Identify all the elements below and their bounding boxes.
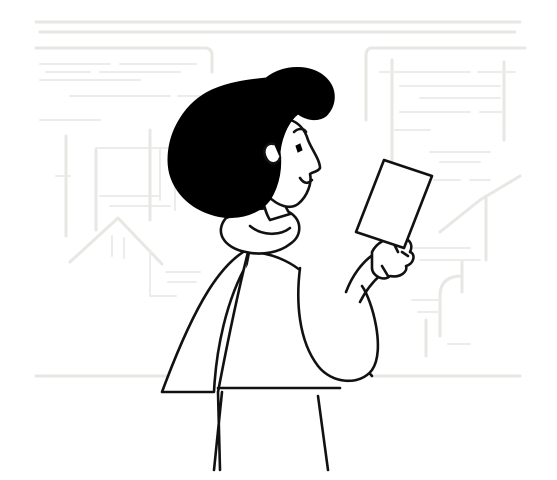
bg-right-step-1 bbox=[409, 247, 481, 261]
arm-rear bbox=[297, 266, 380, 383]
coat-lower-left bbox=[212, 390, 224, 472]
collar-fold bbox=[248, 224, 292, 236]
bg-right-frame bbox=[364, 46, 374, 122]
bg-line-top-3 bbox=[34, 46, 214, 74]
hair bbox=[167, 67, 335, 218]
bg-house-base bbox=[149, 249, 177, 297]
eyebrow bbox=[292, 127, 308, 134]
mouth bbox=[298, 176, 314, 185]
bg-house-roof bbox=[68, 216, 164, 266]
bg-right-step-2 bbox=[411, 299, 441, 313]
ear bbox=[263, 142, 282, 165]
bg-house-window bbox=[111, 235, 125, 259]
bg-right-roof bbox=[438, 174, 522, 234]
bg-dash-right-6 bbox=[429, 151, 491, 163]
coat-back bbox=[160, 246, 252, 394]
bg-right-tower bbox=[438, 260, 464, 338]
bg-dash-left-9 bbox=[165, 271, 201, 283]
woman-figure bbox=[160, 67, 434, 472]
coat-lower-right bbox=[316, 394, 330, 472]
phone-body bbox=[354, 158, 434, 250]
eye bbox=[295, 143, 303, 153]
phone-icon bbox=[354, 158, 434, 250]
